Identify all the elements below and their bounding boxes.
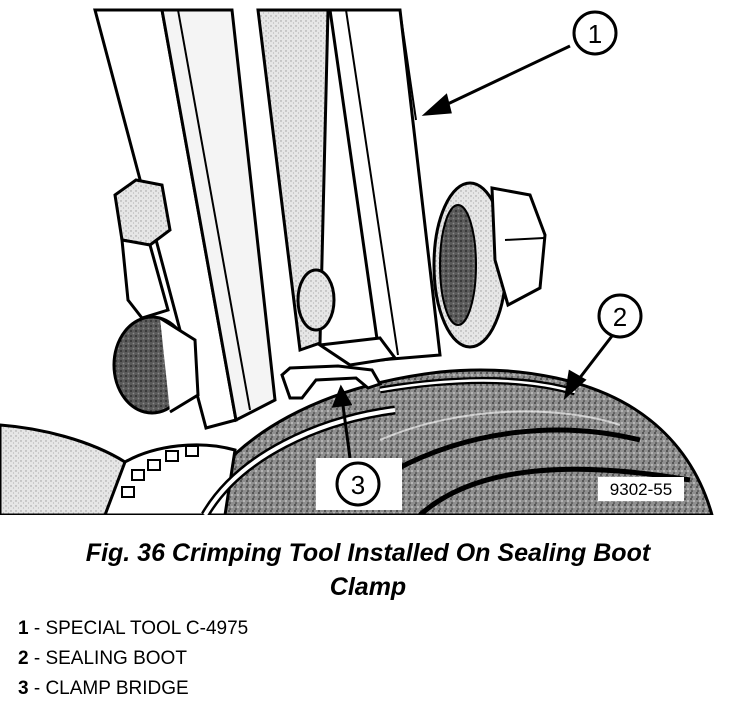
- legend-number: 1: [18, 618, 29, 639]
- legend-item: 1 - SPECIAL TOOL C-4975: [18, 614, 248, 644]
- axle-shaft: [0, 423, 237, 515]
- caption-line-2: Clamp: [329, 573, 407, 601]
- figure-code: 9302-55: [598, 477, 684, 501]
- callout-3: 3: [316, 458, 402, 510]
- figure-caption: Fig. 36 Crimping Tool Installed On Seali…: [0, 536, 736, 604]
- crimping-tool: [93, 8, 547, 430]
- svg-text:1: 1: [588, 19, 602, 49]
- leader-lines: [331, 44, 614, 459]
- svg-text:2: 2: [613, 302, 627, 332]
- legend-number: 3: [18, 678, 29, 699]
- legend-number: 2: [18, 648, 29, 669]
- legend-item: 2 - SEALING BOOT: [18, 644, 248, 674]
- callout-2: 2: [597, 293, 643, 339]
- legend-item: 3 - CLAMP BRIDGE: [18, 674, 248, 704]
- callout-1: 1: [572, 10, 618, 56]
- boot-clamp-band: [201, 377, 576, 515]
- legend-text: - CLAMP BRIDGE: [28, 678, 189, 699]
- legend-text: - SPECIAL TOOL C-4975: [28, 618, 249, 639]
- clamp-bridge: [280, 364, 383, 400]
- svg-text:9302-55: 9302-55: [610, 480, 672, 499]
- svg-text:3: 3: [351, 470, 365, 500]
- technical-illustration: 1 2 3 9302-55: [0, 8, 714, 515]
- caption-line-1: Fig. 36 Crimping Tool Installed On Seali…: [85, 539, 651, 567]
- legend-list: 1 - SPECIAL TOOL C-4975 2 - SEALING BOOT…: [18, 614, 248, 704]
- legend-text: - SEALING BOOT: [28, 648, 187, 669]
